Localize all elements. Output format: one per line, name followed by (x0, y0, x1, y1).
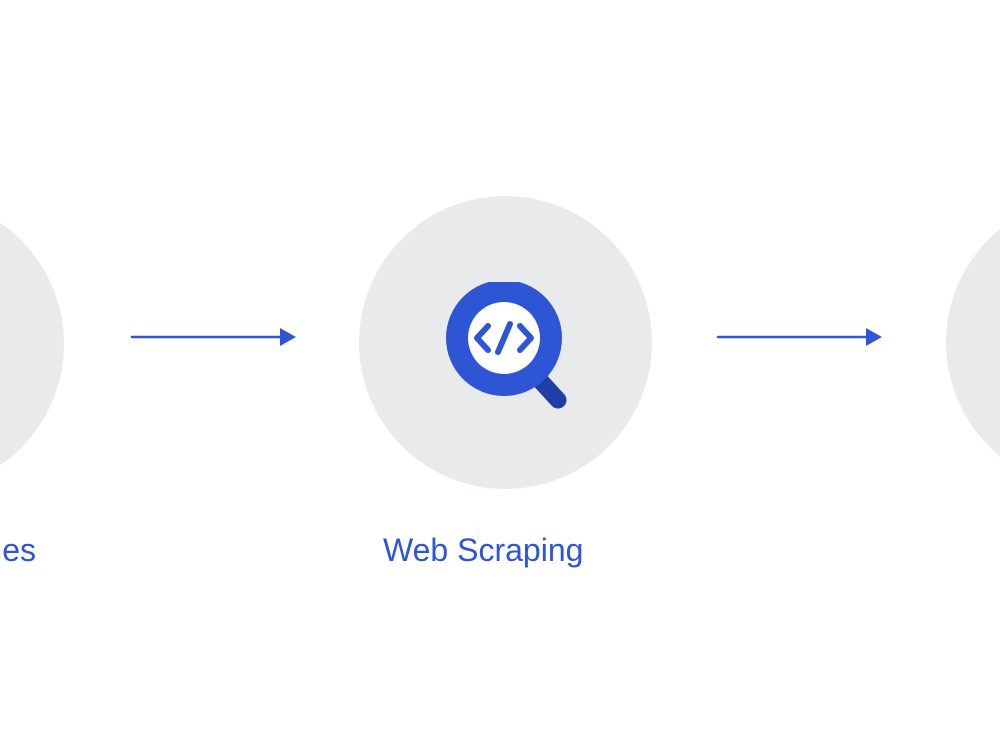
flow-node-previous (0, 197, 64, 491)
flow-node-previous-label: es (2, 532, 36, 568)
flow-node-web-scraping-label: Web Scraping (383, 532, 584, 568)
flow-arrow-2 (716, 328, 882, 346)
flow-node-next (946, 196, 1000, 489)
flow-arrow-1 (130, 328, 296, 346)
magnifying-glass-code-icon (446, 282, 567, 409)
